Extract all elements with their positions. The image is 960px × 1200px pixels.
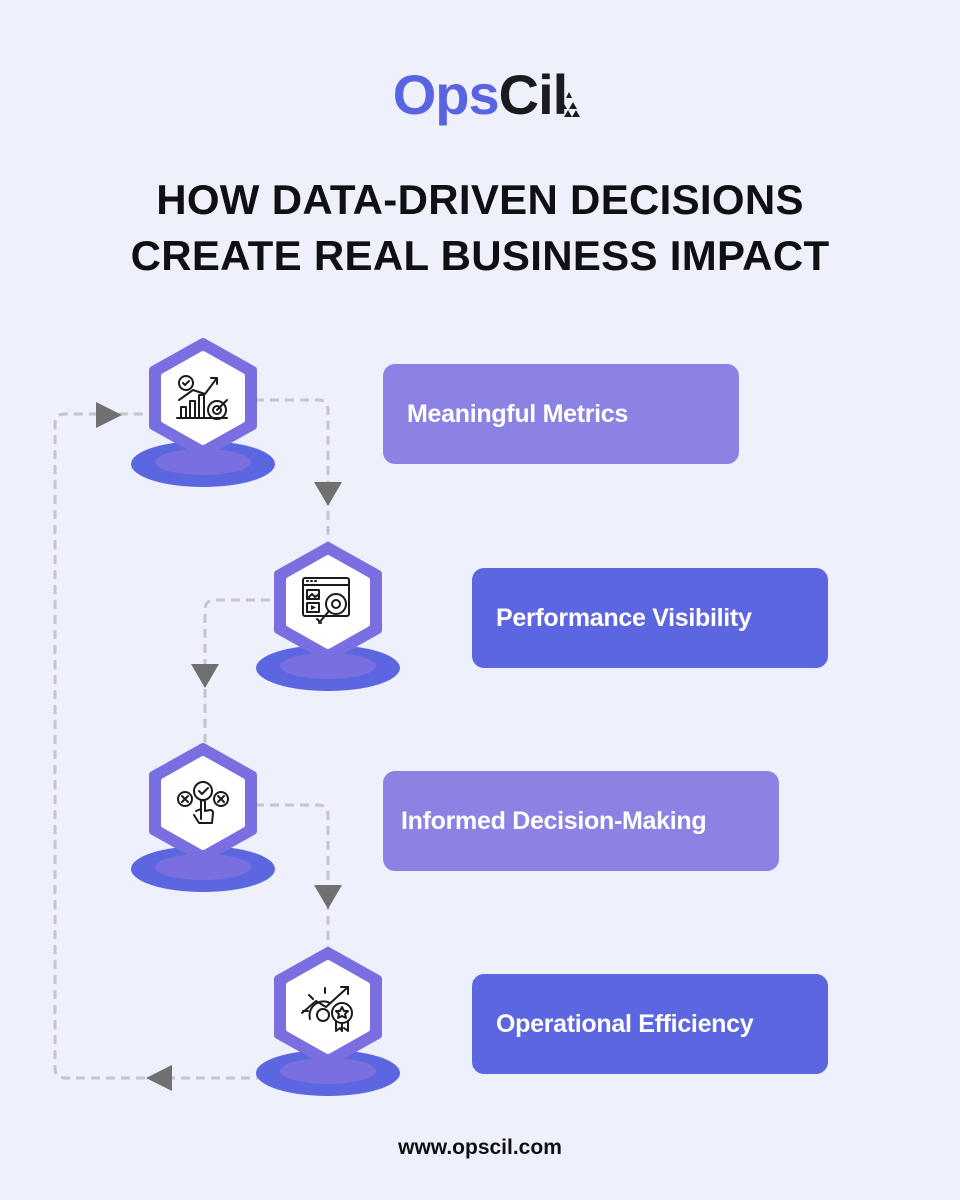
logo-part-ops: Ops xyxy=(392,63,500,126)
page-title: HOW DATA-DRIVEN DECISIONS CREATE REAL BU… xyxy=(0,172,960,284)
arrow-down-icon xyxy=(314,482,342,506)
title-line-2: CREATE REAL BUSINESS IMPACT xyxy=(130,232,830,279)
arrow-down-icon xyxy=(314,885,342,909)
step-box-performance-visibility: Performance Visibility xyxy=(472,568,828,668)
dashboard-magnifier-icon xyxy=(302,577,350,624)
decision-hand-icon xyxy=(177,781,229,824)
step-node-3 xyxy=(131,747,275,892)
footer-url[interactable]: www.opscil.com xyxy=(398,1136,562,1159)
step-node-1 xyxy=(131,342,275,487)
logo-part-cil: Cil xyxy=(498,63,569,126)
step-node-2 xyxy=(256,546,400,691)
arrow-right-icon xyxy=(96,402,122,428)
step-label: Informed Decision-Making xyxy=(401,806,707,835)
step-box-informed-decision-making: Informed Decision-Making xyxy=(383,771,779,871)
arrow-left-icon xyxy=(146,1065,172,1091)
step-box-operational-efficiency: Operational Efficiency xyxy=(472,974,828,1074)
step-node-4 xyxy=(256,951,400,1096)
step-label: Performance Visibility xyxy=(496,603,752,632)
step-label: Operational Efficiency xyxy=(496,1009,754,1038)
gear-award-icon xyxy=(301,986,353,1032)
step-box-meaningful-metrics: Meaningful Metrics xyxy=(383,364,739,464)
title-line-1: HOW DATA-DRIVEN DECISIONS xyxy=(156,176,804,223)
logo-triangles-icon xyxy=(559,92,580,117)
brand-logo: OpsCil xyxy=(0,62,960,127)
metrics-target-icon xyxy=(176,375,228,420)
arrow-down-icon xyxy=(191,664,219,688)
connector-lines xyxy=(53,398,330,1080)
step-label: Meaningful Metrics xyxy=(407,399,629,428)
